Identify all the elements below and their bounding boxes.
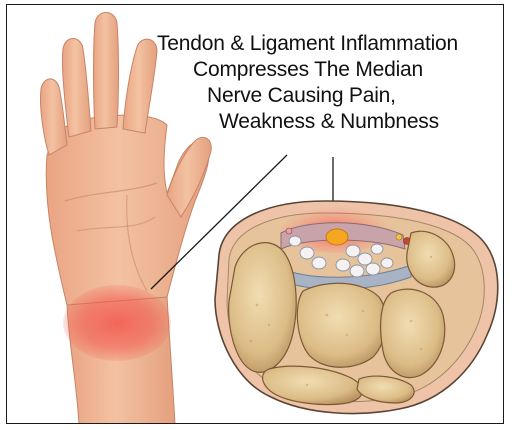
diagram-frame: Tendon & Ligament Inflammation Compresse… [6,4,504,424]
median-nerve [326,229,348,245]
caption-line-4: Weakness & Numbness [219,109,504,135]
caption-line-3: Nerve Causing Pain, [207,83,504,109]
caption-line-1: Tendon & Ligament Inflammation [157,31,504,57]
caption-line-2: Compresses The Median [193,57,504,83]
carpal-tunnel-cross-section [215,201,498,413]
caption-text: Tendon & Ligament Inflammation Compresse… [157,31,504,135]
wrist-inflammation-glow [63,285,171,361]
